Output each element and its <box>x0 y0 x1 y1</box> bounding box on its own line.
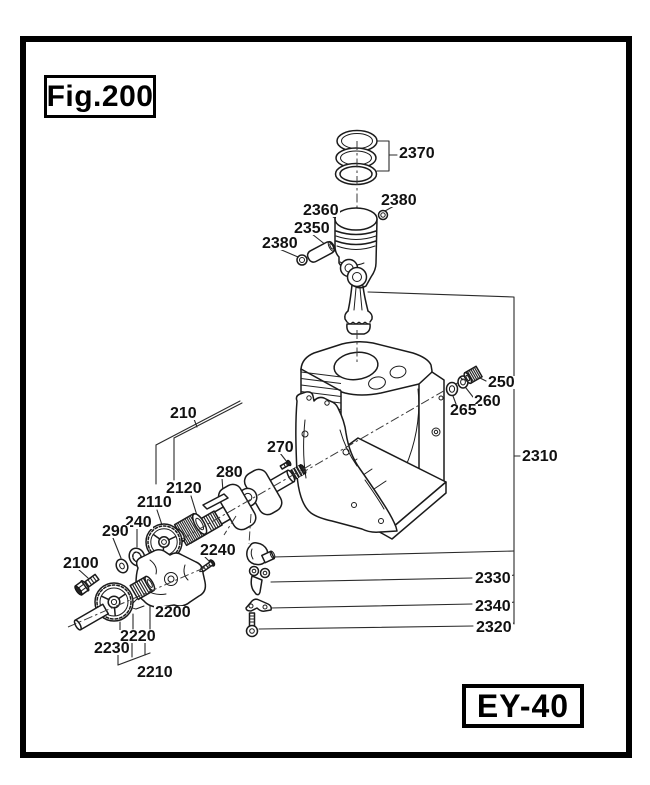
cylinder-block <box>295 340 447 540</box>
governor-bracket-2330 <box>248 565 271 596</box>
leader-lines <box>77 140 521 666</box>
connecting-rod <box>344 266 373 363</box>
part-label-270: 270 <box>266 439 295 456</box>
washer-265 <box>445 381 459 397</box>
part-label-2380-left: 2380 <box>261 235 299 252</box>
part-label-210: 210 <box>169 405 198 422</box>
key-280 <box>202 493 229 510</box>
part-label-2330: 2330 <box>474 570 512 587</box>
part-label-260: 260 <box>473 393 502 410</box>
part-label-2210: 2210 <box>136 664 174 681</box>
figure-number: Fig.200 <box>46 79 154 113</box>
screw-270 <box>279 459 292 470</box>
part-label-2350: 2350 <box>293 220 331 237</box>
part-label-2360: 2360 <box>302 202 340 219</box>
nut-250 <box>463 365 483 385</box>
camshaft-assembly <box>67 515 237 631</box>
bolt-2100 <box>74 573 100 596</box>
part-label-2310: 2310 <box>521 448 559 465</box>
governor-parts <box>245 513 276 638</box>
piston-rings <box>334 129 378 186</box>
part-label-240: 240 <box>124 514 153 531</box>
piston-pin-clip-right <box>377 209 389 221</box>
part-label-250: 250 <box>487 374 516 391</box>
part-label-2220: 2220 <box>119 628 157 645</box>
part-label-2200: 2200 <box>154 604 192 621</box>
bolt-2320 <box>245 612 259 638</box>
part-label-2120: 2120 <box>165 480 203 497</box>
part-label-265: 265 <box>449 402 478 419</box>
piston <box>296 141 389 289</box>
crankshaft <box>171 377 467 547</box>
governor-link-2340 <box>245 598 272 612</box>
screw-2240 <box>199 559 216 573</box>
piston-pin-clip-left <box>296 254 308 266</box>
part-label-2100: 2100 <box>62 555 100 572</box>
part-label-2370: 2370 <box>398 145 436 162</box>
part-label-280: 280 <box>215 464 244 481</box>
part-label-2240: 2240 <box>199 542 237 559</box>
governor-clamp <box>246 542 276 566</box>
washer-290 <box>115 558 129 574</box>
model-number: EY-40 <box>476 687 570 724</box>
crank-end-hardware <box>445 365 483 397</box>
part-label-290: 290 <box>101 523 130 540</box>
part-label-2110: 2110 <box>136 494 173 511</box>
part-label-2340: 2340 <box>474 598 512 615</box>
part-label-2380-right: 2380 <box>380 192 418 209</box>
model-number-box: EY-40 <box>462 684 584 728</box>
figure-number-box: Fig.200 <box>44 75 156 118</box>
part-label-2230: 2230 <box>93 640 131 657</box>
part-label-2320: 2320 <box>475 619 513 636</box>
